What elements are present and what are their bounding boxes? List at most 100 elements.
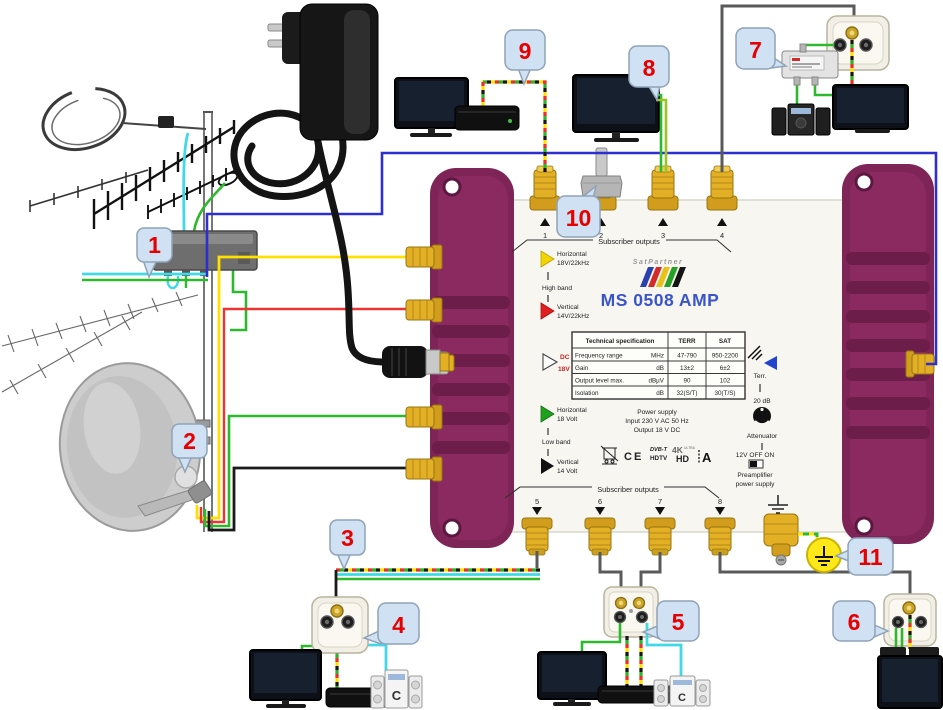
f-connector-out5 <box>521 517 553 556</box>
terrestrial-antenna <box>1 87 258 532</box>
splitter-output-stub <box>793 76 801 86</box>
tv-room4 <box>249 649 322 708</box>
cable-output3-green2 <box>656 98 668 172</box>
splitter <box>781 43 839 86</box>
power-supply-line1: Power supply <box>637 409 677 416</box>
callout-4: 4 <box>362 602 420 646</box>
callout-10: 10 <box>556 184 601 238</box>
hdtv-badge: HDTV <box>650 455 668 462</box>
triangle-blue-terr <box>764 356 777 370</box>
spec-table: Technical specification TERR SAT Frequen… <box>571 331 746 400</box>
table-row-label: Isolation <box>575 390 599 397</box>
table-row-unit: MHz <box>651 353 664 360</box>
terr-label: Terr. <box>754 373 767 380</box>
terr-cable-blue <box>205 151 938 366</box>
triangle-yellow <box>540 250 555 268</box>
preamp-label-1: Preamplifier <box>737 472 773 479</box>
energy-class-badge: A <box>702 450 712 465</box>
triangle-green <box>540 405 555 423</box>
svg-text:1: 1 <box>148 232 161 258</box>
port-number: 2 <box>599 231 603 240</box>
tv-room7 <box>832 84 909 133</box>
svg-text:8: 8 <box>643 55 656 81</box>
table-row-sat: 950-2200 <box>712 353 739 360</box>
table-row-label: Frequency range <box>575 353 623 360</box>
port-number: 8 <box>718 497 722 506</box>
callout-3: 3 <box>329 519 366 571</box>
triangle-dc <box>542 353 559 371</box>
preamp-label-2: power supply <box>736 481 776 488</box>
4k-badge: 4K <box>672 445 684 455</box>
sat-cable-black <box>207 466 416 532</box>
svg-text:9: 9 <box>519 38 532 64</box>
sat-cable-yellow <box>195 255 416 520</box>
panel-print-top: 1 2 3 4 Subscriber outputs <box>511 218 732 253</box>
label-v-low-v: 14 Volt <box>557 468 577 475</box>
grounding <box>798 532 842 573</box>
ultra-badge: ULTRA <box>684 446 696 450</box>
table-row-sat: 6±2 <box>720 365 731 372</box>
f-connector-out6 <box>584 517 616 556</box>
f-connector-out3 <box>647 165 679 211</box>
callout-2: 2 <box>171 423 208 474</box>
port-number: 7 <box>658 497 662 506</box>
svg-text:3: 3 <box>341 525 354 551</box>
power-cable <box>314 138 388 366</box>
svg-text:6: 6 <box>848 609 861 635</box>
cable-output4-gray <box>720 4 856 172</box>
dc-plug <box>382 346 450 378</box>
port-number: 4 <box>720 231 724 240</box>
label-h-high: Horizontal <box>557 251 587 258</box>
sat-cable-green <box>203 414 416 528</box>
svg-text:5: 5 <box>672 609 685 635</box>
splitter-input-stub <box>799 43 807 53</box>
svg-text:7: 7 <box>749 37 762 63</box>
cable-output8-gray <box>718 552 912 595</box>
callout-5: 5 <box>641 600 700 642</box>
power-cable-coil <box>230 109 347 200</box>
label-high-band: High band <box>542 285 572 292</box>
hd-badge: HD <box>676 454 689 464</box>
callout-11: 11 <box>834 537 894 576</box>
terr-antenna-icon <box>747 345 763 361</box>
table-header-sat: SAT <box>719 338 731 345</box>
label-low-band: Low band <box>542 439 571 446</box>
model-label: MS 0508 AMP <box>601 290 720 310</box>
stereo-room4: C <box>370 669 423 709</box>
brand-label: SatPartner <box>633 259 683 266</box>
power-adapter <box>230 3 450 378</box>
table-row-sat: 30(T/S) <box>715 390 736 397</box>
feed-cable-cyan <box>182 132 190 232</box>
label-dc-v: 18V <box>558 366 570 373</box>
table-row-sat: 102 <box>720 378 731 385</box>
receiver-room5 <box>597 685 683 704</box>
attenuator-db-label: 20 dB <box>753 398 771 405</box>
f-connector-in-h-high <box>405 244 443 270</box>
brand-stripes-logo <box>640 267 686 287</box>
cable-outlet5-tv <box>580 623 622 653</box>
svg-text:10: 10 <box>566 205 592 231</box>
table-row-terr: 90 <box>683 378 691 385</box>
tv-room9 <box>394 77 469 137</box>
f-connector-in-v-low <box>405 456 443 482</box>
callout-1: 1 <box>136 227 173 279</box>
yagi-antenna-3-icon <box>29 169 149 212</box>
badges-row: CE DVB-T HDTV 4K ULTRA HD A <box>600 445 712 465</box>
panel-print-center: SatPartner MS 0508 AMP Technical specifi… <box>571 259 746 465</box>
outline-antennas <box>1 291 199 395</box>
splitter-output-stub <box>811 76 819 86</box>
panel-print-right: Terr. 20 dB Attenuator 12V OFF ON Preamp… <box>736 345 778 488</box>
attenuator-label: Attenuator <box>747 433 778 440</box>
device-right-cap <box>842 164 934 544</box>
label-dc: DC <box>560 354 570 361</box>
yagi-antenna-2-icon <box>147 168 239 219</box>
switch-label: 12V OFF ON <box>736 452 775 459</box>
callout-6: 6 <box>832 600 890 642</box>
callout-9: 9 <box>504 29 546 86</box>
label-h-low: Horizontal <box>557 407 587 414</box>
table-row-unit: dBµV <box>648 378 664 385</box>
wall-outlet-5 <box>603 586 659 638</box>
table-row-terr: 32(S/T) <box>677 390 698 397</box>
stereo-brand-letter: C <box>678 692 686 704</box>
